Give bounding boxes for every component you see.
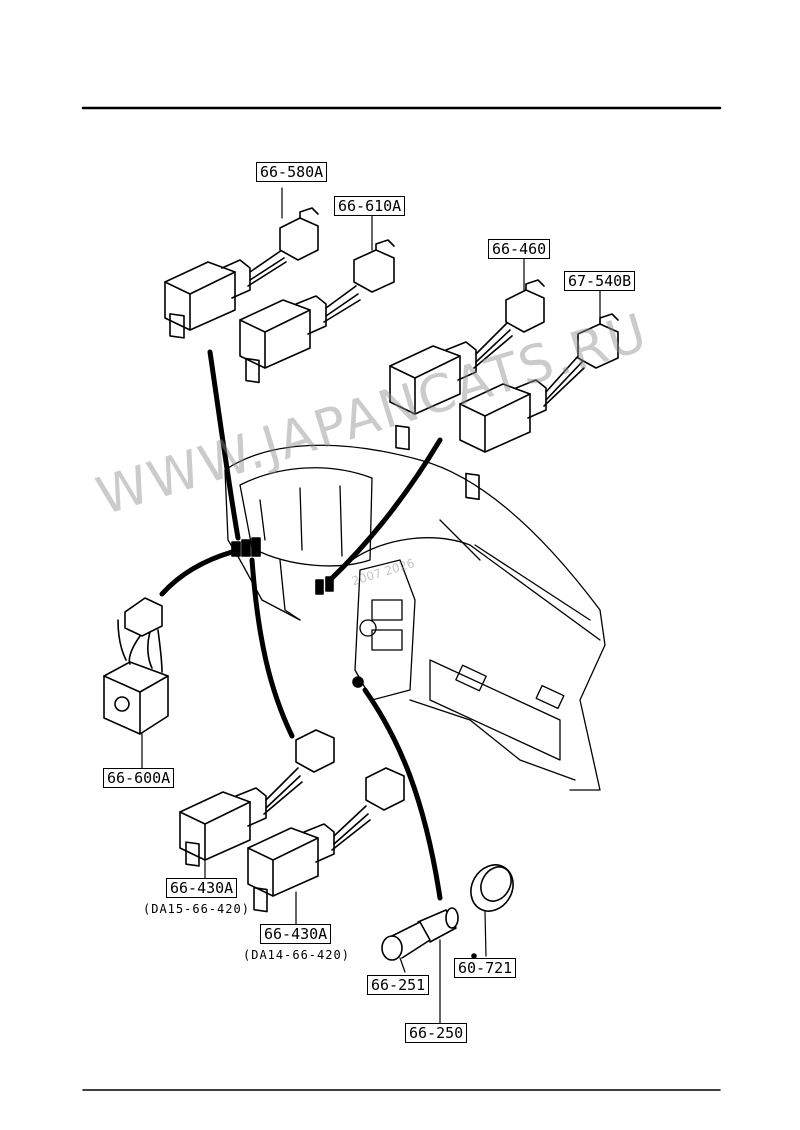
part-label-66-251[interactable]: 66-251: [367, 975, 430, 995]
leader-curves: [159, 349, 443, 901]
lighter-socket-on-dash: [352, 676, 364, 688]
lighter-cap-drawing: [470, 864, 514, 959]
switch-66-580A-drawing: [164, 187, 319, 339]
cigarette-lighter-drawing: [381, 907, 459, 1021]
switch-66-430A-1-drawing: [179, 729, 335, 881]
part-label-66-250[interactable]: 66-250: [405, 1023, 468, 1043]
part-label-66-430A-1[interactable]: 66-430A: [166, 878, 238, 898]
dash-switch-bank-left: [231, 537, 261, 557]
part-label-66-600A[interactable]: 66-600A: [103, 768, 175, 788]
switch-67-540B-drawing: [459, 287, 619, 501]
dashboard-outline: [224, 444, 606, 791]
part-label-67-540B[interactable]: 67-540B: [564, 271, 636, 291]
switch-66-430A-2-drawing: [247, 767, 405, 925]
switch-66-600A-drawing: [103, 597, 169, 769]
part-label-60-721[interactable]: 60-721: [454, 958, 517, 978]
part-label-66-610A[interactable]: 66-610A: [334, 196, 406, 216]
switch-66-460-drawing: [389, 257, 545, 451]
part-label-66-460[interactable]: 66-460: [488, 239, 551, 259]
dash-switch-bank-center: [315, 576, 334, 595]
part-label-66-430A-2[interactable]: 66-430A: [260, 924, 332, 944]
part-note-da15: (DA15-66-420): [143, 902, 250, 916]
part-note-da14: (DA14-66-420): [243, 948, 350, 962]
switch-66-610A-drawing: [239, 213, 395, 384]
part-label-66-580A[interactable]: 66-580A: [256, 162, 328, 182]
